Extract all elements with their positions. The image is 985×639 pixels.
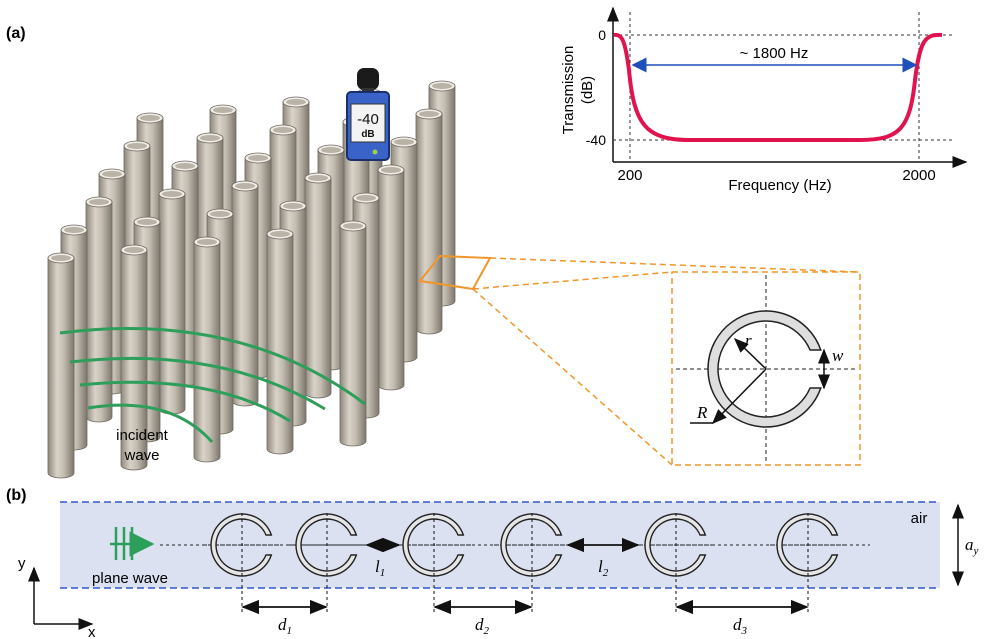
split-ring-shape	[707, 310, 822, 428]
bandwidth-label: ~ 1800 Hz	[740, 45, 809, 62]
plane-wave-label: plane wave	[92, 570, 168, 587]
cylinder-array	[47, 80, 456, 479]
incident-wave-label-2: wave	[123, 447, 159, 464]
plane-wave-icon	[110, 527, 155, 560]
transmission-curve	[613, 32, 943, 142]
y-tick-minus-40: -40	[586, 132, 606, 148]
sound-level-meter: -40 dB	[346, 68, 390, 161]
incident-wave	[59, 327, 366, 444]
r-label: r	[745, 331, 752, 350]
a-y-label: ay	[965, 535, 979, 557]
axis-x-label: x	[88, 624, 96, 639]
x-tick-200: 200	[617, 167, 642, 184]
R-label: R	[696, 403, 708, 422]
d1-label: d1	[278, 615, 292, 637]
panel-b-label: (b)	[6, 487, 26, 504]
x-axis-label: Frequency (Hz)	[728, 177, 831, 194]
cylinder	[158, 188, 186, 415]
y-axis-label-1: Transmission	[560, 46, 577, 135]
cylinder	[85, 196, 113, 423]
air-label: air	[911, 510, 928, 527]
meter-display	[350, 103, 386, 143]
cylinder	[377, 164, 405, 391]
cylinder	[415, 108, 443, 335]
d2-label: d2	[475, 615, 490, 637]
y-tick-0: 0	[598, 27, 606, 43]
cylinder	[193, 236, 221, 463]
axis-y-label: y	[18, 555, 26, 572]
d3-label: d3	[733, 615, 748, 637]
y-axis-label-2: (dB)	[579, 76, 596, 104]
split-ring-detail: r R w	[676, 275, 857, 462]
cylinder	[266, 228, 294, 455]
meter-reading: -40	[357, 111, 379, 128]
cylinder	[339, 220, 367, 447]
panel-a-label: (a)	[6, 25, 26, 42]
meter-unit: dB	[361, 129, 374, 140]
detail-box	[671, 271, 861, 466]
zoom-indicator	[418, 254, 861, 466]
transmission-graph: ~ 1800 Hz 0 -40 200 2000 Frequency (Hz) …	[560, 6, 968, 194]
x-tick-2000: 2000	[902, 167, 935, 184]
cylinder	[304, 172, 332, 399]
meter-microphone	[357, 68, 379, 90]
incident-wave-label-1: incident	[116, 427, 169, 444]
l1-label: l1	[375, 557, 385, 579]
cylinder	[120, 244, 148, 471]
coordinate-axes	[28, 566, 94, 630]
l2-label: l2	[598, 557, 609, 579]
w-label: w	[832, 346, 844, 365]
cylinder	[47, 252, 75, 479]
